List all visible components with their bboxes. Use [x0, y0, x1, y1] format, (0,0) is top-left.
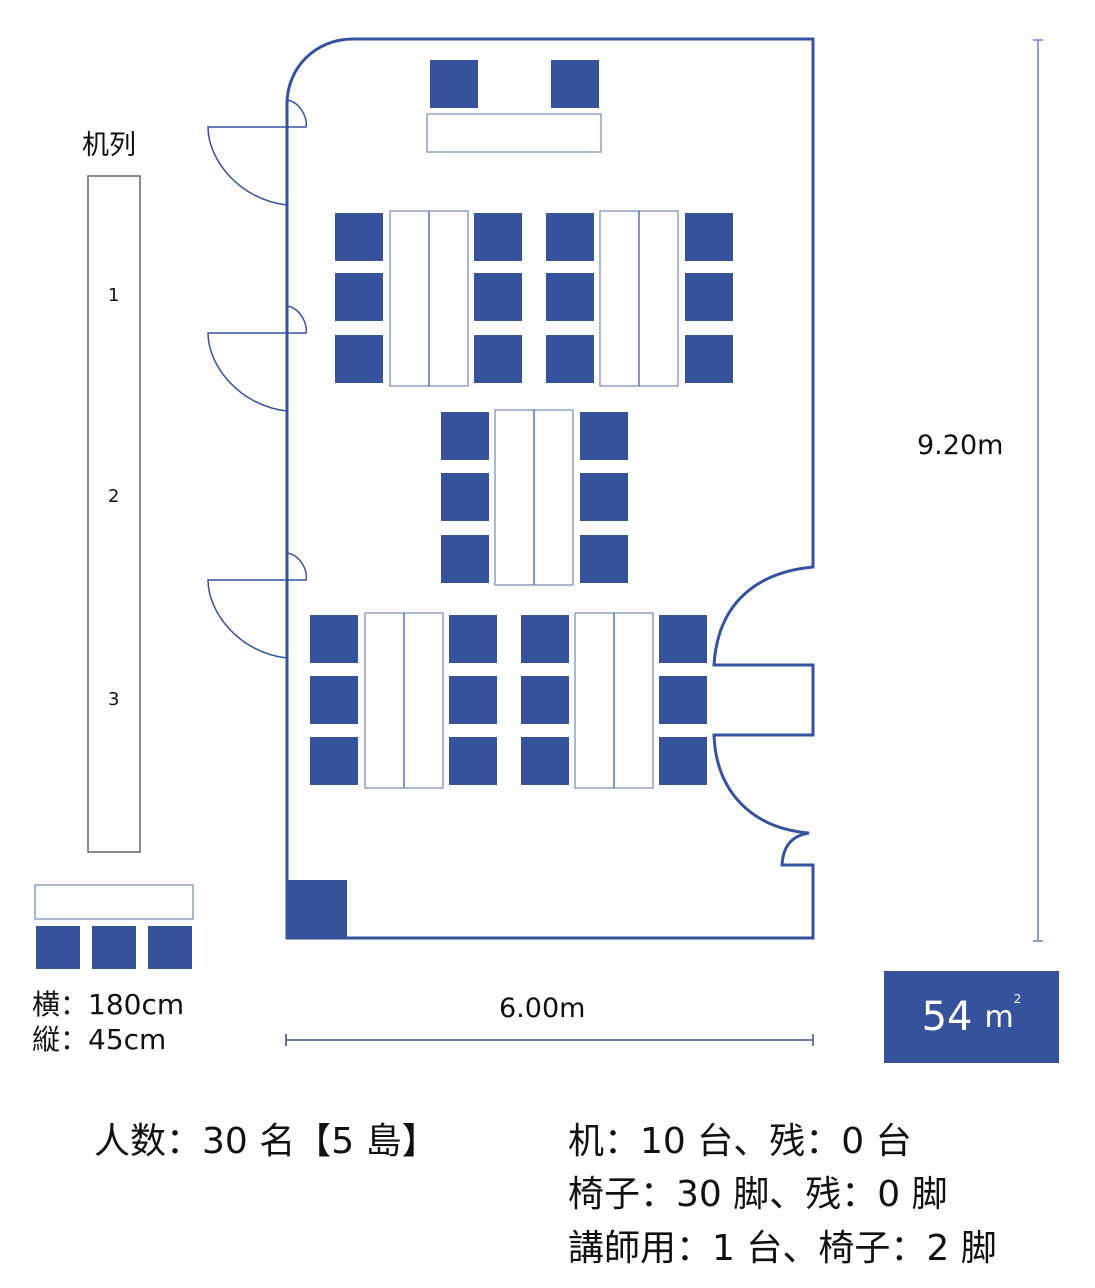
chair [474, 213, 522, 261]
row-number: 3 [108, 689, 120, 710]
chair [474, 335, 522, 383]
chair [521, 676, 569, 724]
chair [546, 213, 594, 261]
legend-chair [148, 926, 192, 969]
desk-width-label: 横：180cm [32, 988, 185, 1021]
door-3 [207, 552, 308, 659]
legend-desk [34, 884, 194, 920]
lecturer-summary: 講師用：1 台、椅子：2 脚 [568, 1228, 997, 1269]
island-4 [310, 612, 497, 789]
chair [659, 615, 707, 663]
chair [335, 335, 383, 383]
desk-count-summary: 机：10 台、残：0 台 [568, 1121, 912, 1162]
lecturer-chair [551, 60, 599, 108]
legend-chair [36, 926, 80, 969]
legend-column-bar [87, 175, 141, 853]
depth-dimension-line [1033, 39, 1043, 942]
area-unit-text: m [984, 999, 1014, 1035]
width-dimension-label: 6.00m [499, 993, 586, 1024]
area-value: 54 [921, 994, 973, 1040]
chair-count-summary: 椅子：30 脚、残：0 脚 [568, 1174, 948, 1215]
chair [474, 273, 522, 321]
island-3 [441, 409, 628, 586]
chair [441, 535, 489, 583]
area-badge: 54 m2 [884, 971, 1059, 1063]
island-1 [335, 210, 522, 387]
chair [310, 615, 358, 663]
row-number: 1 [108, 285, 120, 306]
area-unit: m2 [984, 992, 1022, 1035]
chair [659, 737, 707, 785]
chair [685, 273, 733, 321]
chair [449, 615, 497, 663]
chair [580, 473, 628, 521]
chair [580, 412, 628, 460]
desk-depth-label: 縦：45cm [32, 1023, 167, 1056]
chair [580, 535, 628, 583]
lecturer-area [426, 60, 602, 153]
chair [449, 737, 497, 785]
island-2 [546, 210, 733, 387]
chair [521, 737, 569, 785]
width-dimension-line [285, 1034, 814, 1046]
chair [310, 737, 358, 785]
lecturer-chair [430, 60, 478, 108]
chair [310, 676, 358, 724]
chair [335, 273, 383, 321]
area-unit-sup: 2 [1013, 991, 1022, 1006]
row-number: 2 [108, 486, 120, 507]
chair [441, 412, 489, 460]
chair [441, 473, 489, 521]
door-2 [207, 305, 308, 412]
chair [546, 335, 594, 383]
legend-chair [92, 926, 136, 969]
lecturer-desk [426, 113, 602, 153]
room-wall [285, 37, 815, 940]
pillar [287, 880, 347, 938]
chair [685, 213, 733, 261]
chair [546, 273, 594, 321]
chair [659, 676, 707, 724]
chair [449, 676, 497, 724]
chair [521, 615, 569, 663]
chair [685, 335, 733, 383]
legend-title: 机列 [82, 130, 136, 161]
chair [335, 213, 383, 261]
capacity-summary: 人数：30 名【5 島】 [94, 1121, 438, 1162]
desk-islands [310, 210, 733, 789]
door-1 [207, 99, 308, 206]
depth-dimension-label: 9.20m [917, 430, 1004, 461]
island-5 [521, 612, 707, 789]
